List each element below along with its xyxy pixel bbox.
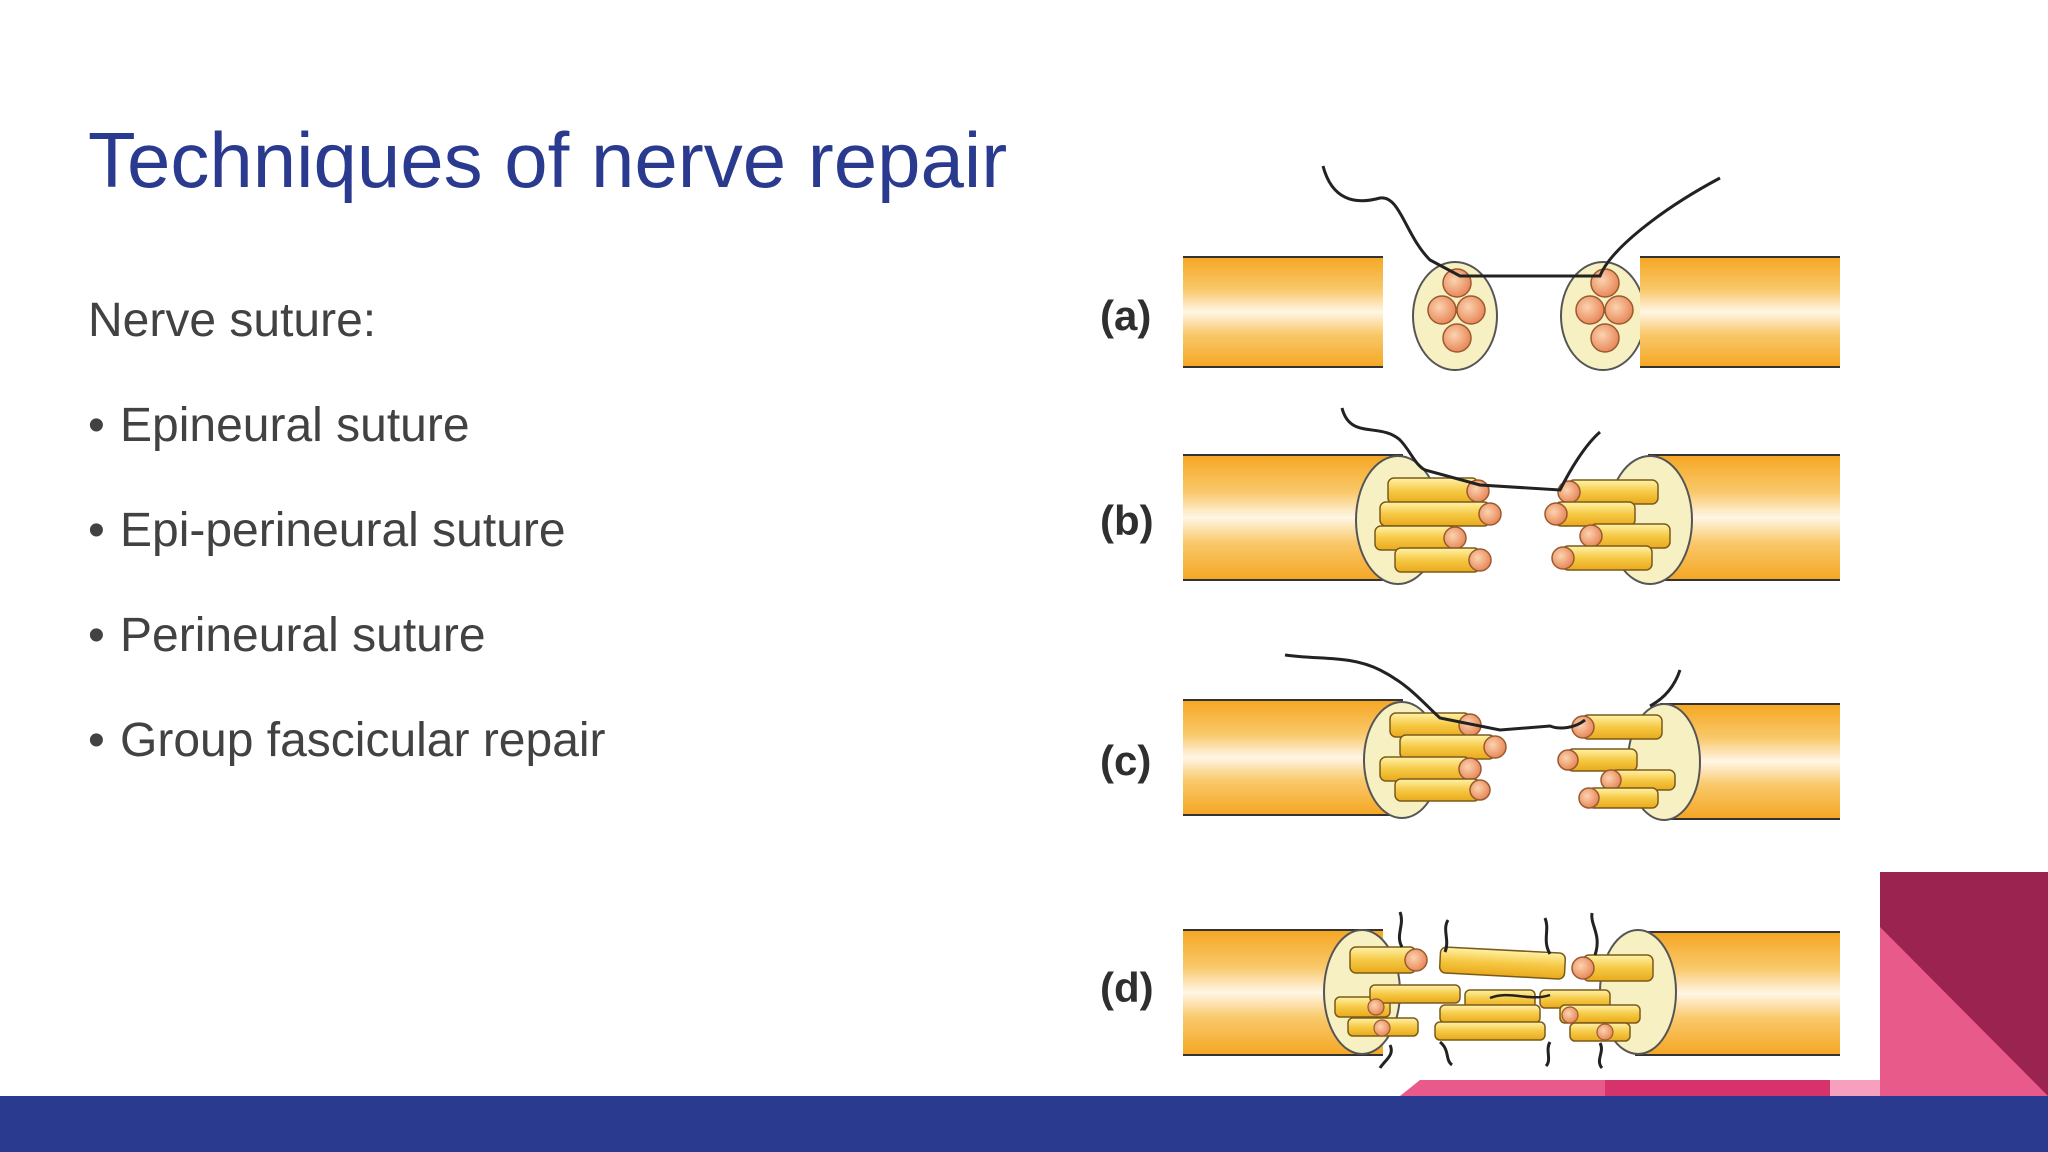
- bullet-item-perineural: • Perineural suture: [88, 607, 988, 665]
- suture-thread: [1340, 407, 1601, 492]
- bullet-text: Perineural suture: [120, 609, 486, 662]
- panel-label-c: (c): [1100, 737, 1151, 784]
- nerve-stump-right: [1640, 257, 1840, 367]
- pink-strip: [1400, 1080, 1830, 1096]
- bullet-dot: •: [88, 504, 105, 557]
- bullet-text: Epineural suture: [120, 399, 470, 452]
- nerve-repair-illustration: (a) (b): [1100, 165, 1840, 1069]
- bullet-dot: •: [88, 399, 105, 452]
- bullet-item-epineural: • Epineural suture: [88, 397, 988, 455]
- panel-c: (c): [1100, 653, 1840, 821]
- bullet-dot: •: [88, 714, 105, 767]
- bullet-item-epi-perineural: • Epi-perineural suture: [88, 502, 988, 560]
- bullet-text: Epi-perineural suture: [120, 504, 566, 557]
- slide-content: Nerve suture: • Epineural suture • Epi-per…: [88, 292, 988, 817]
- panel-label-b: (b): [1100, 497, 1154, 544]
- suture-thread: [1284, 653, 1586, 732]
- bullet-list: • Epineural suture • Epi-perineural suture…: [88, 397, 988, 770]
- slide-title: Techniques of nerve repair: [88, 116, 1008, 204]
- pink-triangle: [1880, 927, 2048, 1096]
- panel-d: (d): [1100, 911, 1840, 1069]
- panel-label-d: (d): [1100, 964, 1154, 1011]
- panel-b: (b): [1100, 407, 1840, 585]
- nerve-stump-left: [1183, 257, 1383, 367]
- bullet-item-group-fascicular: • Group fascicular repair: [88, 712, 988, 770]
- nerve-repair-figure: (a) (b): [1080, 150, 1900, 1080]
- panel-label-a: (a): [1100, 292, 1151, 339]
- panel-a: (a): [1100, 165, 1840, 371]
- magenta-strip: [1605, 1080, 1830, 1096]
- bullet-dot: •: [88, 609, 105, 662]
- bullet-text: Group fascicular repair: [120, 714, 606, 767]
- suture-thread: [1321, 165, 1721, 278]
- intro-text: Nerve suture:: [88, 294, 377, 347]
- footer-band: [0, 1096, 2048, 1152]
- maroon-block: [1880, 872, 2048, 1096]
- light-pink-strip: [1830, 1080, 1880, 1096]
